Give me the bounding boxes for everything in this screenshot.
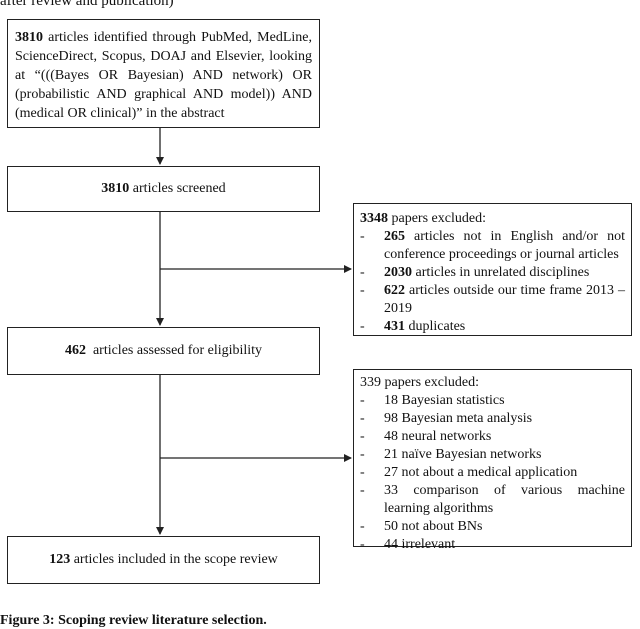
list-item: - 2030 articles in unrelated disciplines [360,264,625,282]
included-label: articles included in the scope review [70,552,278,567]
list-item: - 431 duplicates [360,318,625,336]
item-count: 431 [384,319,405,334]
excluded-1-list: - 265 articles not in English and/or not … [360,228,625,336]
eligibility-box: 462 articles assessed for eligibility [7,327,320,375]
bullet-dash: - [360,265,365,280]
screened-label: articles screened [129,181,226,196]
item-text: 33 comparison of various machine learnin… [384,483,625,516]
excluded-1-count: 3348 [360,211,388,226]
identified-count: 3810 [15,30,43,45]
excluded-1-label: papers excluded: [388,211,486,226]
bullet-dash: - [360,411,365,426]
screened-box: 3810 articles screened [7,166,320,212]
eligibility-count: 462 [64,343,86,358]
identified-text: 3810 articles identified through PubMed,… [15,28,312,123]
item-text: duplicates [405,319,466,334]
bullet-dash: - [360,483,365,498]
identified-description: articles identified through PubMed, MedL… [15,30,312,121]
included-count: 123 [49,552,71,567]
item-text: articles not in English and/or not confe… [384,229,625,262]
bullet-dash: - [360,465,365,480]
screened-count: 3810 [101,181,130,196]
item-text: 21 naïve Bayesian networks [384,447,542,462]
bullet-dash: - [360,519,365,534]
item-text: 48 neural networks [384,429,492,444]
item-text: articles in unrelated disciplines [412,265,590,280]
item-text: 18 Bayesian statistics [384,393,505,408]
bullet-dash: - [360,319,365,334]
list-item: - 33 comparison of various machine learni… [360,482,625,518]
item-text: 98 Bayesian meta analysis [384,411,533,426]
list-item: - 48 neural networks [360,428,625,446]
bullet-dash: - [360,393,365,408]
excluded-2-heading: 339 papers excluded: [360,375,479,390]
list-item: - 21 naïve Bayesian networks [360,446,625,464]
included-box: 123 articles included in the scope revie… [7,536,320,584]
item-count: 622 [384,283,405,298]
item-text: 50 not about BNs [384,519,483,534]
list-item: - 18 Bayesian statistics [360,392,625,410]
eligibility-label: articles assessed for eligibility [85,343,263,358]
excluded-2-list: - 18 Bayesian statistics - 98 Bayesian met… [360,392,625,554]
identified-box: 3810 articles identified through PubMed,… [7,19,320,128]
bullet-dash: - [360,447,365,462]
bullet-dash: - [360,429,365,444]
excluded-1-heading: 3348 papers excluded: [360,210,625,228]
eligibility-text: 462 articles assessed for eligibility [65,343,262,359]
screened-text: 3810 articles screened [101,181,225,197]
item-text: 27 not about a medical application [384,465,578,480]
bullet-dash: - [360,229,365,244]
list-item: - 50 not about BNs [360,518,625,536]
item-count: 2030 [384,265,412,280]
included-text: 123 articles included in the scope revie… [49,552,278,568]
item-text: 44 irrelevant [384,537,456,552]
list-item: - 27 not about a medical application [360,464,625,482]
item-count: 265 [384,229,405,244]
list-item: - 265 articles not in English and/or not … [360,228,625,264]
excluded-box-2: 339 papers excluded: - 18 Bayesian statis… [353,369,632,552]
bullet-dash: - [360,283,365,298]
figure-caption: Figure 3: Scoping review literature sele… [0,613,267,628]
list-item: - 622 articles outside our time frame 201… [360,282,625,318]
item-text: articles outside our time frame 2013 – 2… [384,283,625,316]
bullet-dash: - [360,537,365,552]
preceding-text-fragment: after review and publication) [0,0,174,9]
list-item: - 98 Bayesian meta analysis [360,410,625,428]
excluded-box-1: 3348 papers excluded: - 265 articles not … [353,203,632,336]
list-item: - 44 irrelevant [360,536,625,554]
